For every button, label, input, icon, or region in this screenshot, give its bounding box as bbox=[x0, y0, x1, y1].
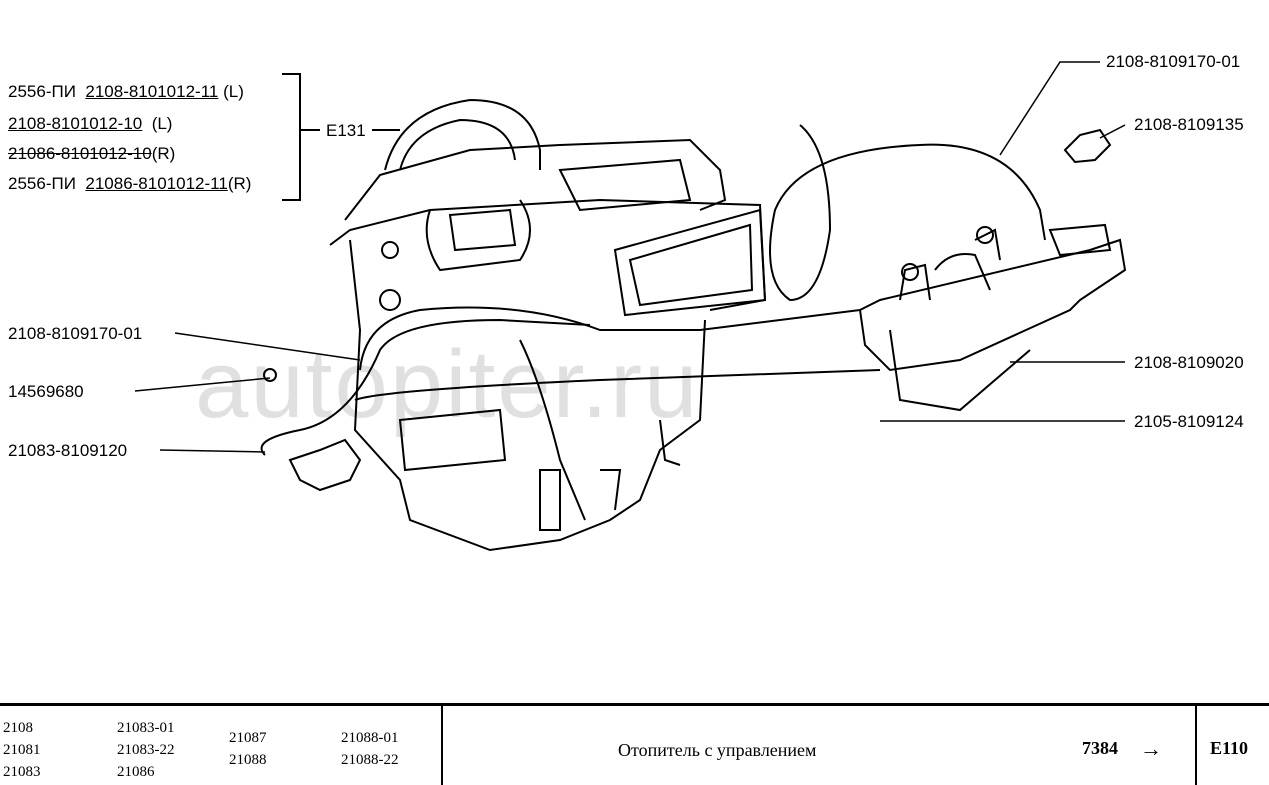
side: (R) bbox=[227, 174, 252, 193]
callout-cable-left[interactable]: 2108-8109170-01 bbox=[8, 324, 143, 343]
callout-cable-lower[interactable]: 2105-8109124 bbox=[1134, 412, 1244, 431]
model: 21086 bbox=[117, 764, 155, 780]
part-line-3: 21086-8101012-10(R) bbox=[8, 145, 175, 162]
callout-control-panel[interactable]: 2108-8109020 bbox=[1134, 353, 1244, 372]
watermark: autopiter.ru bbox=[195, 331, 700, 438]
part-number[interactable]: 2108-8101012-10 bbox=[8, 114, 143, 133]
heater-housing bbox=[329, 98, 767, 552]
prefix: 2556-ПИ bbox=[8, 174, 76, 193]
part-line-2: 2108-8101012-10 (L) bbox=[8, 115, 172, 132]
group-bracket bbox=[282, 73, 320, 201]
ref-e131[interactable]: E131 bbox=[326, 121, 366, 140]
part-line-4: 2556-ПИ 21086-8101012-11(R) bbox=[8, 175, 251, 192]
part-number[interactable]: 21086-8101012-10 bbox=[8, 144, 152, 163]
side: (L) bbox=[151, 114, 173, 133]
arrow-right-icon: → bbox=[1140, 736, 1162, 761]
model: 21081 bbox=[3, 742, 41, 758]
model: 21088-01 bbox=[341, 730, 399, 746]
model: 2108 bbox=[3, 720, 33, 736]
diagram-title: Отопитель с управлением bbox=[618, 740, 817, 760]
title-block: 2108 21081 21083 21083-01 21083-22 21086… bbox=[0, 703, 1269, 785]
divider bbox=[1195, 706, 1197, 785]
part-line-1: 2556-ПИ 2108-8101012-11 (L) bbox=[8, 83, 244, 100]
heater-assembly-drawing bbox=[134, 61, 1127, 552]
model: 21088 bbox=[229, 752, 267, 768]
clip-part bbox=[1063, 128, 1112, 164]
callout-clamp[interactable]: 14569680 bbox=[8, 382, 84, 401]
part-number[interactable]: 21086-8101012-11 bbox=[85, 174, 228, 193]
page-number: 7384 bbox=[1082, 738, 1118, 758]
part-number[interactable]: 2108-8101012-11 bbox=[85, 82, 219, 101]
valve-part bbox=[288, 438, 362, 492]
leader-lines bbox=[134, 61, 1126, 453]
model: 21083-01 bbox=[117, 720, 175, 736]
control-panel bbox=[858, 223, 1127, 412]
model: 21083-22 bbox=[117, 742, 175, 758]
clamp-part bbox=[263, 368, 277, 382]
model: 21083 bbox=[3, 764, 41, 780]
divider bbox=[441, 706, 443, 785]
callout-clip[interactable]: 2108-8109135 bbox=[1134, 115, 1244, 134]
model: 21088-22 bbox=[341, 752, 399, 768]
callout-cable-upper[interactable]: 2108-8109170-01 bbox=[1106, 52, 1241, 71]
ref-e110[interactable]: E110 bbox=[1210, 738, 1249, 758]
prefix: 2556-ПИ bbox=[8, 82, 76, 101]
control-cables bbox=[260, 124, 1046, 521]
callout-valve[interactable]: 21083-8109120 bbox=[8, 441, 128, 460]
model: 21087 bbox=[229, 730, 267, 746]
side: (R) bbox=[151, 144, 176, 163]
side: (L) bbox=[223, 82, 244, 101]
